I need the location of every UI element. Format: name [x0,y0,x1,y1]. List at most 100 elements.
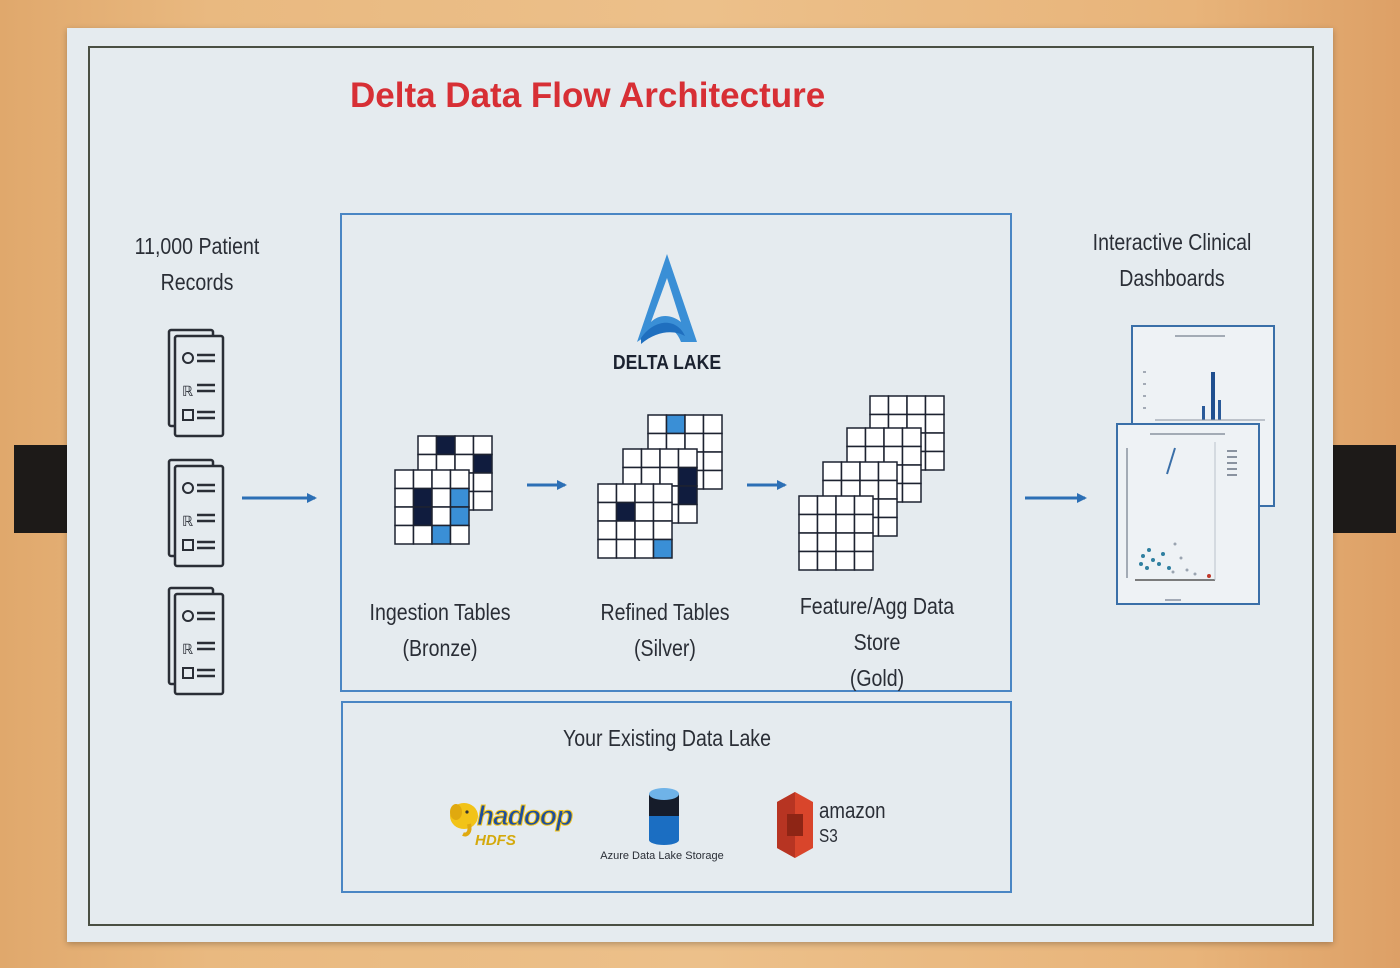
patient-record-icon: ℝ [167,458,225,568]
table-cell [652,538,673,559]
table-cell [449,506,470,527]
table-cell [615,483,636,504]
table-cell [431,506,452,527]
table-cell [816,550,837,571]
table-cell [412,506,433,527]
table-cell [816,513,837,534]
patient-record-icon: ℝ [167,328,225,438]
stage-silver-sub: (Silver) [634,635,696,661]
table-cell [597,501,618,522]
dashboards-label-line2: Dashboards [1119,265,1225,291]
svg-text:ℝ: ℝ [182,642,194,658]
table-cell [840,461,861,482]
stage-bronze-sub: (Bronze) [402,635,478,661]
table-cell [615,538,636,559]
source-label: 11,000 Patient Records [121,228,274,300]
table-cell [412,487,433,508]
slide-frame [88,46,1314,926]
azure-storage-icon [649,788,679,845]
table-cell [924,450,945,471]
table-cell [412,469,433,490]
table-cell [677,503,698,524]
table-cell [634,483,655,504]
table-cell [883,427,904,448]
delta-lake-box [340,213,1012,692]
table-cell [684,414,705,435]
table-cell [702,432,723,453]
table-cell [677,466,698,487]
dashboards-label: Interactive Clinical Dashboards [1083,224,1262,296]
table-cell [597,520,618,541]
source-label-line2: Records [160,269,234,295]
table-cell [677,448,698,469]
stage-gold-sub: (Gold) [849,665,905,691]
patient-records-group: ℝ ℝ ℝ [167,328,1087,696]
table-cell [864,427,885,448]
s3-text: S3 [819,826,838,846]
table-cell [901,482,922,503]
table-cell [702,451,723,472]
table-cell [640,448,661,469]
table-cell [822,461,843,482]
gold-table-4 [798,495,874,571]
table-cell [906,395,927,416]
patient-record-icon: ℝ [167,586,225,696]
table-cell [472,490,493,511]
slide-title: Delta Data Flow Architecture [350,76,826,115]
table-cell [652,483,673,504]
stage-bronze-label: Ingestion Tables (Bronze) [364,594,517,666]
table-cell [853,550,874,571]
table-cell [597,483,618,504]
bronze-table-front [394,469,470,545]
table-cell [798,532,819,553]
stage-silver-label: Refined Tables (Silver) [589,594,742,666]
table-cell [615,520,636,541]
stage-silver-name: Refined Tables [600,599,730,625]
table-cell [901,445,922,466]
table-cell [924,395,945,416]
table-cell [835,513,856,534]
table-cell [652,501,673,522]
table-cell [449,469,470,490]
table-cell [877,461,898,482]
table-cell [901,427,922,448]
table-cell [665,414,686,435]
table-cell [798,513,819,534]
table-cell [853,495,874,516]
table-cell [877,498,898,519]
table-cell [798,550,819,571]
stage-bronze-name: Ingestion Tables [369,599,511,625]
table-cell [702,469,723,490]
table-cell [835,532,856,553]
table-cell [853,513,874,534]
amazon-s3-icon [777,792,813,858]
table-cell [859,461,880,482]
hadoop-hdfs-logo: hadoop HDFS [447,796,577,856]
table-cell [615,501,636,522]
delta-lake-logo-text: DELTA LAKE [612,352,722,374]
table-cell [435,435,456,456]
table-cell [647,414,668,435]
azure-caption: Azure Data Lake Storage [600,850,724,862]
silver-table-front [597,483,673,559]
table-cell [659,466,680,487]
table-cell [394,469,415,490]
stage-gold-name: Feature/Agg Data Store [799,593,955,655]
delta-lake-logo-icon [637,254,697,344]
table-cell [597,538,618,559]
table-cell [622,448,643,469]
table-cell [846,427,867,448]
table-cell [887,395,908,416]
table-cell [634,501,655,522]
table-cell [835,550,856,571]
table-cell [449,487,470,508]
svg-text:ℝ: ℝ [182,384,194,400]
amazon-text: amazon [819,798,886,823]
dashboard-thumbnails [1116,325,1275,605]
scatter-plot-thumbnail [1116,423,1260,605]
table-cell [924,413,945,434]
table-cell [394,524,415,545]
table-cell [877,479,898,500]
table-cell [677,485,698,506]
table-cell [417,435,438,456]
